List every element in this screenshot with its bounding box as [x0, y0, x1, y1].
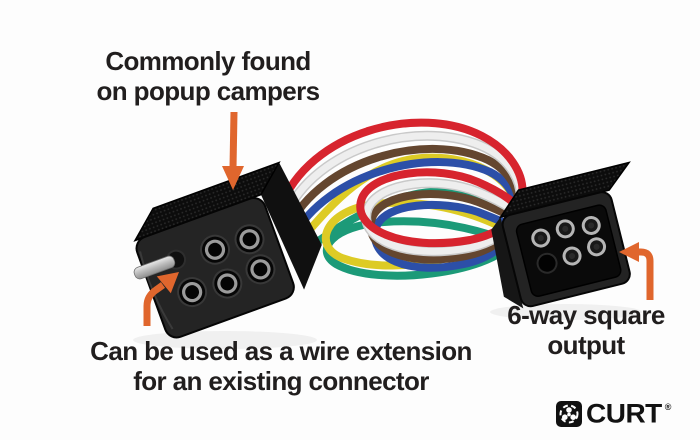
registered-mark: ® — [664, 402, 672, 412]
annotation-line: Can be used as a wire extension — [90, 336, 472, 366]
callout-arrows — [143, 111, 654, 326]
annotation-line: Commonly found — [105, 46, 311, 76]
curt-logo-icon — [556, 401, 582, 427]
left-connector — [133, 161, 322, 339]
wire-white — [280, 132, 530, 255]
curt-wordmark: CURT — [586, 398, 662, 429]
annotation-top: Commonly found on popup campers — [58, 46, 358, 106]
annotation-bottom-left: Can be used as a wire extension for an e… — [61, 336, 501, 396]
annotation-line: output — [547, 330, 625, 360]
wire-blue — [288, 158, 533, 272]
wire-red — [276, 118, 528, 248]
callout-arrow-left-icon — [619, 242, 654, 300]
right-connector — [491, 161, 631, 309]
black-socket — [536, 252, 558, 274]
wire-brown — [284, 144, 532, 264]
curt-logo: CURT ® — [556, 398, 672, 429]
annotation-line: on popup campers — [96, 76, 321, 106]
socket-holes — [177, 224, 276, 308]
output-pins — [531, 215, 607, 274]
callout-arrow-up-right-icon — [143, 272, 179, 326]
callout-arrow-down-icon — [222, 111, 244, 190]
wire-bundle — [276, 118, 534, 280]
metal-pin — [133, 255, 176, 280]
annotation-right: 6-way square output — [466, 300, 700, 360]
annotation-line: 6-way square — [507, 300, 665, 330]
annotation-line: for an existing connector — [133, 366, 429, 396]
